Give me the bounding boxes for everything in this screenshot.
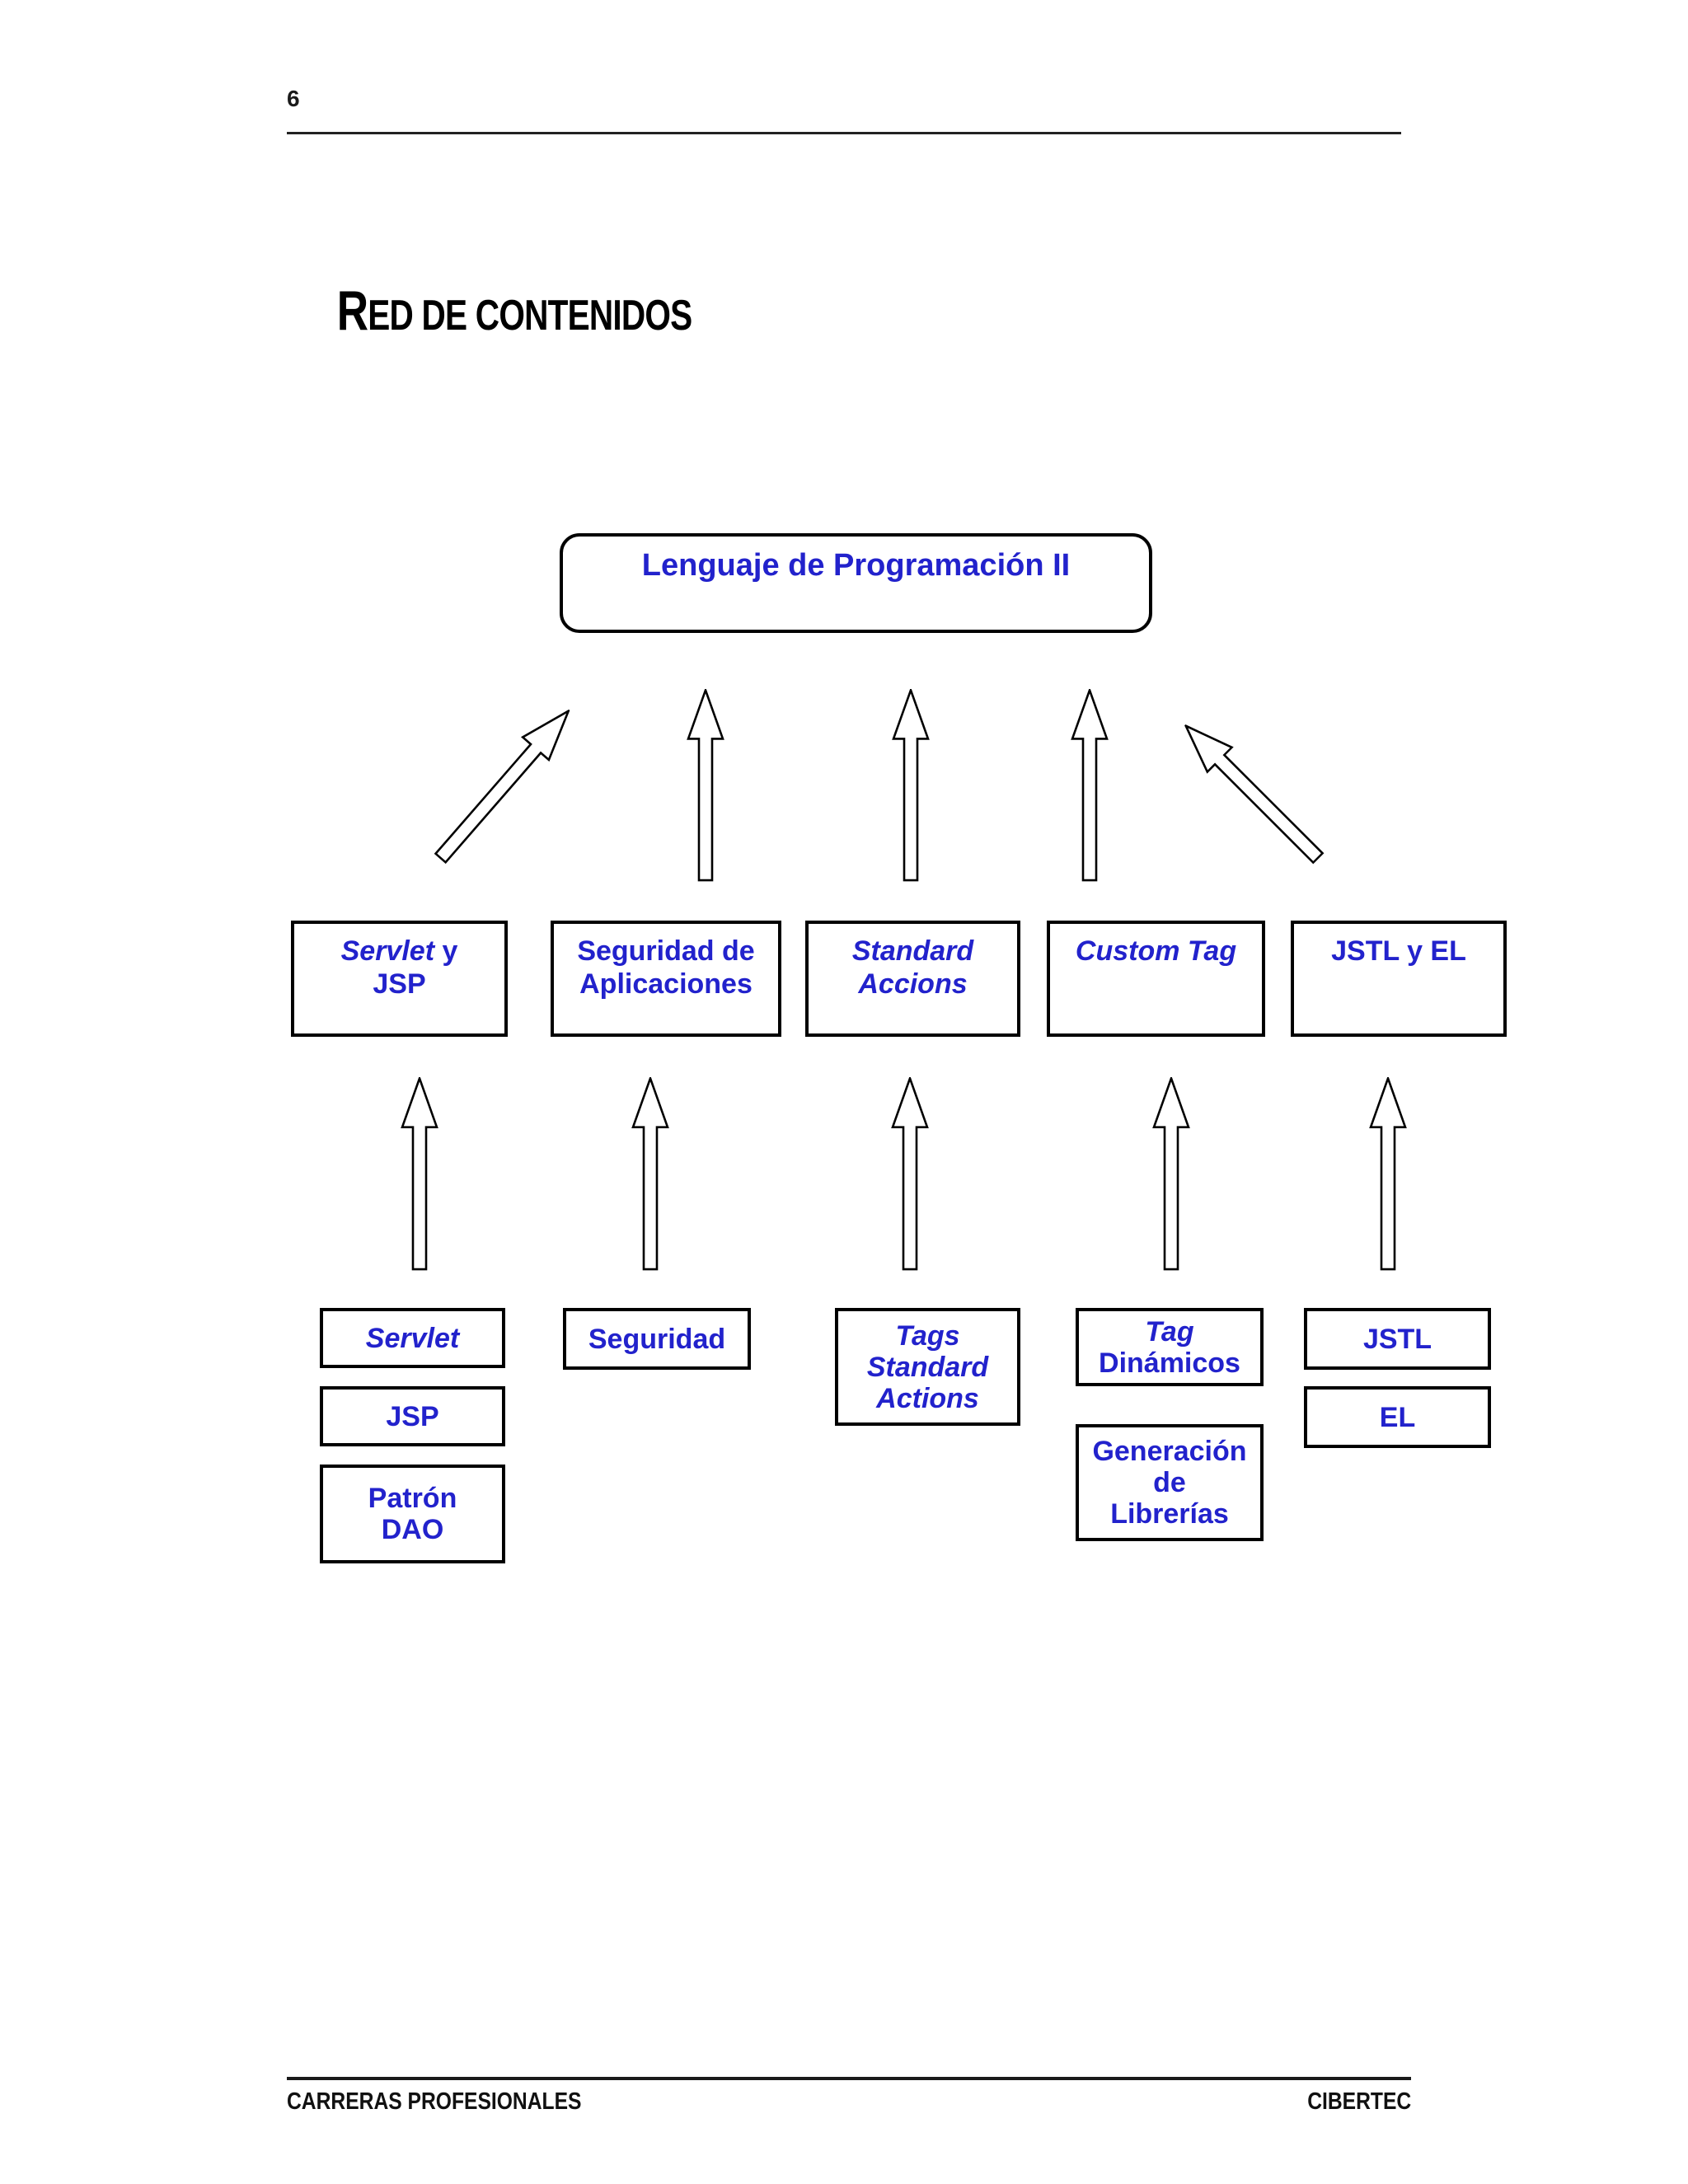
arrow-up-icon xyxy=(631,1077,670,1271)
node-label: Librerías xyxy=(1110,1498,1229,1530)
node-label: de xyxy=(1153,1467,1186,1498)
node-jstl: JSTL xyxy=(1304,1308,1507,1388)
node-label: JSTL y EL xyxy=(1331,935,1466,967)
node-label: Servlet xyxy=(365,1322,460,1354)
node-label: Aplicaciones xyxy=(579,968,753,1000)
node-jstl-el: JSTL y EL xyxy=(1291,921,1523,1055)
page-number: 6 xyxy=(287,86,300,111)
node-label: Tags xyxy=(895,1319,960,1352)
node-jsp: JSP xyxy=(320,1386,522,1465)
footer-left-text: CARRERAS PROFESIONALES xyxy=(287,2088,582,2115)
title-initial: R xyxy=(336,279,368,342)
footer-rule xyxy=(287,2077,1411,2080)
node-lenguaje-programacion: Lenguaje de Programación II xyxy=(560,533,1175,659)
node-label: Seguridad xyxy=(588,1323,726,1355)
arrow-up-icon xyxy=(890,1077,930,1271)
node-servlet: Servlet xyxy=(320,1308,522,1386)
node-label: Accions xyxy=(858,968,968,1000)
arrow-up-icon xyxy=(686,689,725,882)
node-label: Seguridad de xyxy=(577,935,755,967)
node-servlet-jsp: Servlet y JSP xyxy=(291,921,524,1055)
node-label: JSTL xyxy=(1362,1323,1432,1355)
arrow-up-left-icon xyxy=(1171,711,1334,874)
arrow-up-icon xyxy=(1151,1077,1191,1271)
node-label: Generación xyxy=(1092,1436,1247,1467)
node-seguridad: Seguridad xyxy=(563,1308,767,1388)
node-label: Servlet xyxy=(340,935,435,967)
node-label: DAO xyxy=(381,1514,444,1545)
node-label: y xyxy=(434,935,458,967)
footer-right-text: CIBERTEC xyxy=(1307,2088,1411,2115)
node-tags-standard-actions: Tags Standard Actions xyxy=(835,1308,1037,1444)
node-label: JSP xyxy=(386,1400,439,1432)
node-label: Tag xyxy=(1145,1315,1194,1347)
page-title: RED DE CONTENIDOS xyxy=(287,279,742,343)
node-label: Standard xyxy=(851,935,974,967)
node-label: Custom Tag xyxy=(1075,935,1237,967)
node-tag-dinamicos: Tag Dinámicos xyxy=(1076,1308,1280,1404)
arrow-up-icon xyxy=(400,1077,439,1271)
title-rest: ED DE CONTENIDOS xyxy=(368,292,692,340)
node-el: EL xyxy=(1304,1386,1507,1466)
node-label: Lenguaje de Programación II xyxy=(641,548,1071,583)
node-patron-dao: Patrón DAO xyxy=(320,1465,522,1582)
node-label: Dinámicos xyxy=(1099,1347,1240,1379)
node-label: EL xyxy=(1379,1401,1416,1433)
node-generacion-librerias: Generación de Librerías xyxy=(1076,1424,1280,1559)
node-label: JSP xyxy=(373,968,426,1000)
node-custom-tag: Custom Tag xyxy=(1047,921,1282,1055)
node-seguridad-aplicaciones: Seguridad de Aplicaciones xyxy=(551,921,798,1055)
node-standard-accions: Standard Accions xyxy=(805,921,1037,1055)
arrow-up-icon xyxy=(891,689,931,882)
header-rule xyxy=(287,132,1401,134)
arrow-up-right-icon xyxy=(424,697,584,873)
arrow-up-icon xyxy=(1368,1077,1408,1271)
node-label: Actions xyxy=(876,1382,979,1414)
arrow-up-icon xyxy=(1070,689,1109,882)
node-label: Patrón xyxy=(368,1483,457,1514)
node-label: Standard xyxy=(866,1351,989,1383)
